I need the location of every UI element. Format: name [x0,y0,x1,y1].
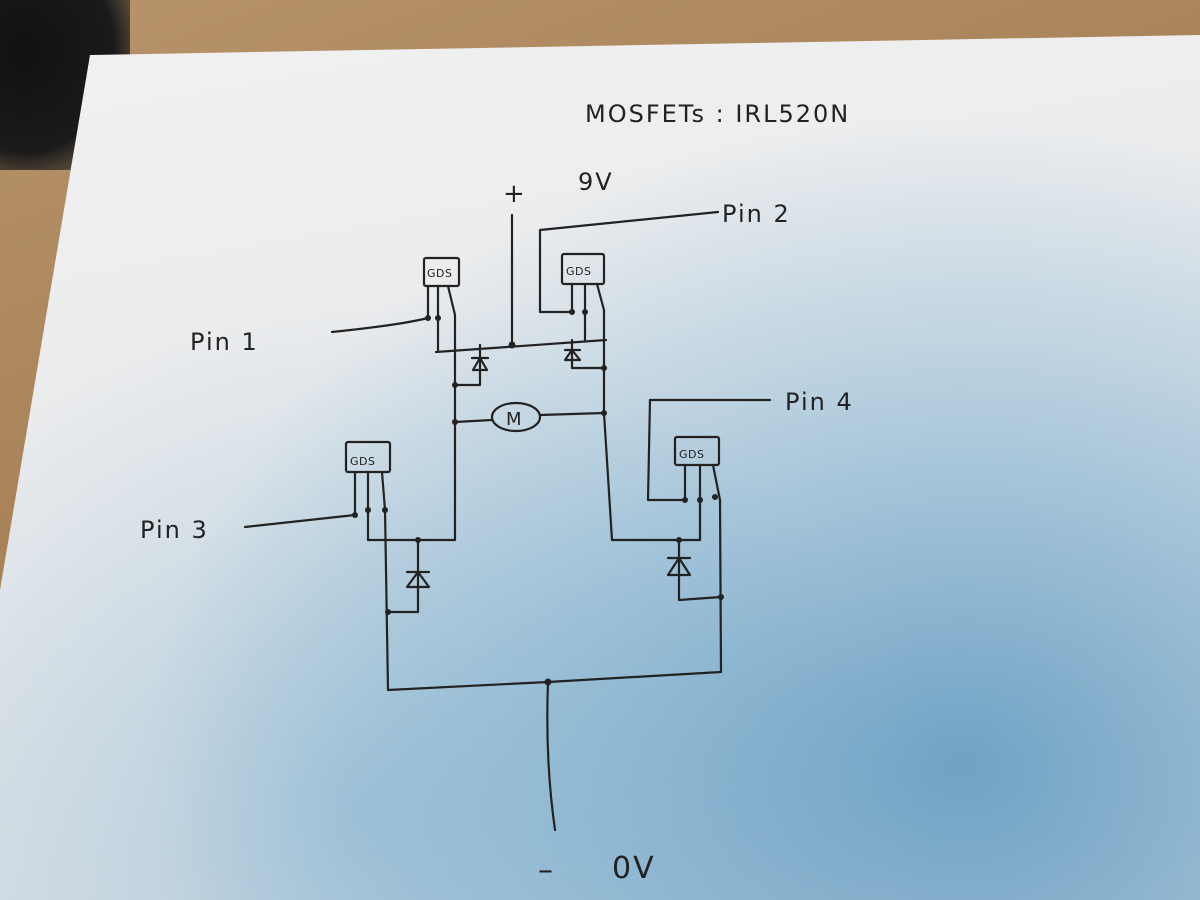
mosfet-q1: GDS [422,256,461,388]
mosfet-q4: GDS [673,435,724,674]
diode-d1 [453,343,490,387]
pin1-label: Pin 1 [190,328,259,356]
ground-rail [386,670,723,832]
pin3-wire [243,513,357,529]
mosfet-q1-pins-label: GDS [427,267,452,280]
pin1-wire [330,316,430,334]
pin4-wire [646,398,772,502]
diode-d2 [563,338,606,370]
pin2-wire [538,210,720,314]
title-text: MOSFETs : IRL520N [585,100,850,128]
mosfet-q3-pins-label: GDS [350,455,375,468]
ground-voltage-label: 0V [612,851,656,886]
supply-voltage-label: 9V [578,168,614,196]
supply-rail [434,213,608,354]
ground-minus-label: – [538,853,555,888]
motor: M [452,383,607,542]
pin4-label: Pin 4 [785,388,854,416]
diode-d3 [386,537,431,614]
pin3-label: Pin 3 [140,516,209,544]
supply-plus-label: + [503,179,527,209]
mosfet-q2-pins-label: GDS [566,265,591,278]
mosfet-q2: GDS [560,252,607,414]
mosfet-q3: GDS [344,440,392,692]
q4-drain-wire [602,411,702,542]
mosfet-q4-pins-label: GDS [679,448,704,461]
motor-label: M [506,409,524,430]
pin2-label: Pin 2 [722,200,791,228]
diode-d4 [666,537,723,602]
